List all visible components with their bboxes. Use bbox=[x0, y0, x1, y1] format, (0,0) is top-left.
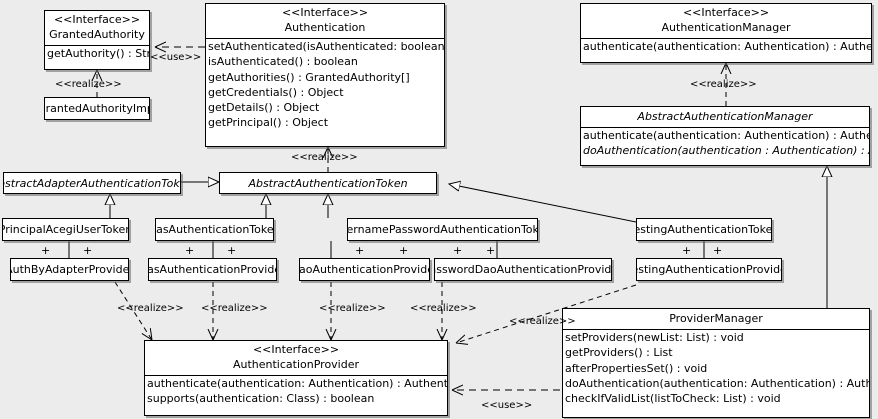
class-name: AbstractAuthenticationManager bbox=[637, 110, 813, 123]
class-cas-authentication-token[interactable]: CasAuthenticationToken bbox=[155, 218, 274, 241]
class-name: AuthByAdapterProvider bbox=[10, 263, 129, 276]
association-marker-plus: + bbox=[713, 244, 723, 257]
class-name: GrantedAuthority bbox=[49, 28, 145, 41]
compartment-divider bbox=[563, 329, 869, 330]
class-authentication-provider[interactable]: <<Interface>> AuthenticationProvider aut… bbox=[144, 340, 448, 416]
operations-compartment: authenticate(authentication: Authenticat… bbox=[145, 376, 447, 407]
association-marker-plus: + bbox=[355, 244, 365, 257]
stereotype-label: <<Interface>> bbox=[53, 13, 141, 26]
edge-label-realize-password-dao-authentication-provider: <<realize>> bbox=[410, 303, 477, 314]
operation: getAuthority() : String bbox=[47, 47, 150, 60]
association-marker-plus: + bbox=[399, 244, 409, 257]
operations-compartment: getAuthority() : String bbox=[45, 46, 149, 61]
operation: supports(authentication: Class) : boolea… bbox=[147, 392, 375, 406]
class-authentication-manager[interactable]: <<Interface>> AuthenticationManager auth… bbox=[580, 3, 872, 63]
class-header: <<Interface>> Authentication bbox=[206, 4, 444, 38]
class-granted-authority-impl[interactable]: GrantedAuthorityImpl bbox=[44, 97, 150, 120]
edge-label-realize-abstract-authentication-manager: <<realize>> bbox=[690, 79, 757, 90]
class-dao-authentication-provider[interactable]: DaoAuthenticationProvider bbox=[299, 258, 430, 281]
operations-compartment: authenticate(authentication: Authenticat… bbox=[581, 39, 871, 54]
stereotype-label: <<Interface>> bbox=[281, 6, 369, 19]
class-abstract-adapter-authentication-token[interactable]: AbstractAdapterAuthenticationToken bbox=[3, 172, 181, 194]
class-cas-authentication-provider[interactable]: CasAuthenticationProvider bbox=[148, 258, 277, 281]
class-name: TestingAuthenticationToken bbox=[636, 223, 772, 236]
operation: getPrincipal() : Object bbox=[208, 116, 329, 130]
edge-label-realize-auth-by-adapter-provider: <<realize>> bbox=[117, 303, 184, 314]
class-name: GrantedAuthorityImpl bbox=[45, 102, 149, 115]
class-name: CasAuthenticationProvider bbox=[148, 263, 276, 276]
class-name: AuthenticationProvider bbox=[232, 358, 360, 371]
class-auth-by-adapter-provider[interactable]: AuthByAdapterProvider bbox=[10, 258, 129, 281]
class-name: PasswordDaoAuthenticationProvider bbox=[435, 263, 612, 276]
edge-label-use-provider-manager: <<use>> bbox=[481, 400, 533, 411]
compartment-divider bbox=[581, 38, 871, 39]
class-name: Authentication bbox=[284, 21, 366, 34]
class-principal-acegi-user-token[interactable]: PrincipalAcegiUserToken bbox=[2, 218, 129, 241]
operation: doAuthentication(authentication : Authen… bbox=[583, 144, 869, 158]
operation: authenticate(authentication: Authenticat… bbox=[147, 377, 448, 390]
operations-compartment: setAuthenticated(isAuthenticated: boolea… bbox=[206, 39, 444, 131]
edge-label-realize-granted-authority-impl: <<realize>> bbox=[55, 79, 122, 90]
class-name: AbstractAdapterAuthenticationToken bbox=[4, 176, 180, 190]
class-header: <<Interface>> AuthenticationProvider bbox=[145, 341, 447, 375]
association-marker-plus: + bbox=[486, 244, 496, 257]
compartment-divider bbox=[145, 375, 447, 376]
class-password-dao-authentication-provider[interactable]: PasswordDaoAuthenticationProvider bbox=[434, 258, 612, 281]
operation: authenticate(authentication: Authenticat… bbox=[583, 40, 872, 53]
operation: checkIfValidList(listToCheck: List) : vo… bbox=[565, 392, 781, 406]
operation: getAuthorities() : GrantedAuthority[] bbox=[208, 70, 410, 84]
operations-compartment: authenticate(authentication: Authenticat… bbox=[581, 128, 869, 159]
association-marker-plus: + bbox=[185, 244, 195, 257]
class-granted-authority[interactable]: <<Interface>> GrantedAuthority getAuthor… bbox=[44, 10, 150, 70]
compartment-divider bbox=[581, 127, 869, 128]
operation: setProviders(newList: List) : void bbox=[565, 331, 744, 344]
operation: doAuthentication(authentication: Authent… bbox=[565, 376, 869, 390]
association-marker-plus: + bbox=[453, 244, 463, 257]
class-abstract-authentication-manager[interactable]: AbstractAuthenticationManager authentica… bbox=[580, 106, 870, 166]
class-header: AbstractAuthenticationManager bbox=[581, 107, 869, 127]
operation: afterPropertiesSet() : void bbox=[565, 361, 708, 375]
compartment-divider bbox=[206, 38, 444, 39]
class-provider-manager[interactable]: ProviderManager setProviders(newList: Li… bbox=[562, 308, 870, 418]
class-name: DaoAuthenticationProvider bbox=[299, 263, 429, 276]
edge-label-realize-testing-authentication-provider: <<realize>> bbox=[509, 316, 576, 327]
stereotype-label: <<Interface>> bbox=[252, 343, 340, 356]
operation: getDetails() : Object bbox=[208, 101, 320, 115]
class-name: CasAuthenticationToken bbox=[155, 223, 274, 236]
class-authentication[interactable]: <<Interface>> Authentication setAuthenti… bbox=[205, 3, 445, 147]
class-header: <<Interface>> AuthenticationManager bbox=[581, 4, 871, 38]
class-name: UsernamePasswordAuthenticationToken bbox=[347, 223, 538, 236]
class-name: AuthenticationManager bbox=[661, 21, 791, 34]
class-name: TestingAuthenticationProvider bbox=[637, 263, 781, 276]
class-header: <<Interface>> GrantedAuthority bbox=[45, 11, 149, 45]
class-testing-authentication-provider[interactable]: TestingAuthenticationProvider bbox=[636, 258, 782, 281]
association-marker-plus: + bbox=[83, 244, 93, 257]
compartment-divider bbox=[45, 45, 149, 46]
class-name: AbstractAuthenticationToken bbox=[248, 176, 408, 190]
edge-label-realize-abstract-authentication-token: <<realize>> bbox=[291, 152, 358, 163]
operation: getCredentials() : Object bbox=[208, 85, 344, 99]
class-name: PrincipalAcegiUserToken bbox=[2, 223, 129, 236]
class-username-password-authentication-token[interactable]: UsernamePasswordAuthenticationToken bbox=[347, 218, 538, 241]
operation: isAuthenticated() : boolean bbox=[208, 55, 358, 69]
class-abstract-authentication-token[interactable]: AbstractAuthenticationToken bbox=[219, 172, 437, 194]
operation: getProviders() : List bbox=[565, 346, 673, 360]
stereotype-label: <<Interface>> bbox=[682, 6, 770, 19]
class-name: ProviderManager bbox=[669, 312, 763, 325]
association-marker-plus: + bbox=[227, 244, 237, 257]
association-marker-plus: + bbox=[682, 244, 692, 257]
edge-label-realize-dao-authentication-provider: <<realize>> bbox=[319, 303, 386, 314]
operation: authenticate(authentication: Authenticat… bbox=[583, 129, 869, 142]
operations-compartment: setProviders(newList: List) : void getPr… bbox=[563, 330, 869, 406]
association-marker-plus: + bbox=[41, 244, 51, 257]
operation: setAuthenticated(isAuthenticated: boolea… bbox=[208, 40, 445, 53]
class-testing-authentication-token[interactable]: TestingAuthenticationToken bbox=[636, 218, 772, 241]
edge-label-use-authentication-granted-authority: <<use>> bbox=[150, 52, 202, 63]
class-header: ProviderManager bbox=[563, 309, 869, 329]
edge-label-realize-cas-authentication-provider: <<realize>> bbox=[201, 303, 268, 314]
